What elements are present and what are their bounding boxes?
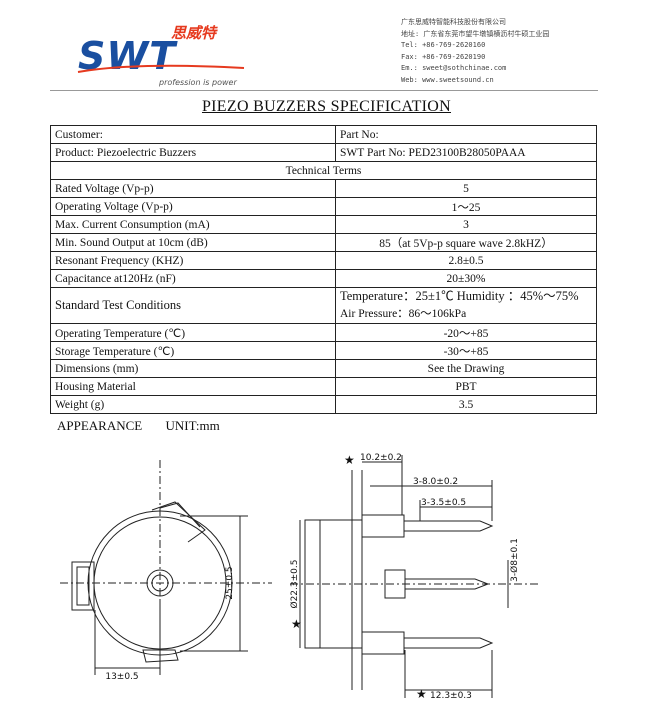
appearance-label: APPEARANCE <box>57 418 143 433</box>
row-value: 1～25 <box>335 197 597 216</box>
customer-cell: Customer: <box>50 125 336 144</box>
contact-web: Web: www.sweetsound.cn <box>401 75 494 84</box>
row-label: Weight (g) <box>50 395 336 414</box>
logo-chinese-text: 思威特 <box>171 24 217 42</box>
logo-swoosh-icon <box>77 64 245 73</box>
row-value: 20±30% <box>335 269 597 288</box>
company-logo: 思威特 SWT profession is power <box>76 20 256 90</box>
row-value: PBT <box>335 377 597 396</box>
spec-table: Customer: Part No: Product: Piezoelectri… <box>50 125 597 414</box>
contact-company-name: 广东思威特智能科技股份有限公司 <box>401 18 506 26</box>
row-value: 5 <box>335 179 597 198</box>
table-row: Weight (g) 3.5 <box>50 395 597 414</box>
contact-email: Em.: sweet@sothchinae.com <box>401 64 507 72</box>
table-row: Rated Voltage (Vp-p) 5 <box>50 179 597 198</box>
appearance-heading: APPEARANCE UNIT:mm <box>57 418 240 434</box>
row-value: -30～+85 <box>335 341 597 360</box>
row-value: 3.5 <box>335 395 597 414</box>
row-label: Housing Material <box>50 377 336 396</box>
dim-bottom-label: 13±0.5 <box>105 672 138 682</box>
logo-tagline: profession is power <box>159 78 237 87</box>
row-label: Resonant Frequency (KHZ) <box>50 251 336 270</box>
product-cell: Product: Piezoelectric Buzzers <box>50 143 336 162</box>
document-title: PIEZO BUZZERS SPECIFICATION <box>201 98 451 115</box>
row-label: Min. Sound Output at 10cm (dB) <box>50 233 336 252</box>
part-no-cell: Part No: <box>335 125 597 144</box>
table-row: Operating Temperature (℃) -20～+85 <box>50 323 597 342</box>
dim-pin-dia-label: 3-Ø8±0.1 <box>509 538 520 582</box>
dim-body-dia-label: Ø22.3±0.5 <box>289 560 300 609</box>
row-label: Capacitance at120Hz (nF) <box>50 269 336 288</box>
row-value: 2.8±0.5 <box>335 251 597 270</box>
dim-height-label: 25±0.5 <box>225 566 235 599</box>
table-row: Product: Piezoelectric Buzzers SWT Part … <box>50 143 597 162</box>
row-value: -20～+85 <box>335 323 597 342</box>
unit-label: UNIT:mm <box>165 418 220 433</box>
row-value: See the Drawing <box>335 359 597 378</box>
table-row: Storage Temperature (℃) -30～+85 <box>50 341 597 360</box>
table-row: Operating Voltage (Vp-p) 1～25 <box>50 197 597 216</box>
table-row: Technical Terms <box>50 161 597 180</box>
row-label: Max. Current Consumption (mA) <box>50 215 336 234</box>
technical-drawing: 25±0.5 13±0.5 10.2±0.2 3-8.0±0.2 3-3.5±0… <box>60 453 540 701</box>
row-label: Dimensions (mm) <box>50 359 336 378</box>
dim-body-height-label: 12.3±0.3 <box>430 691 472 701</box>
standard-test-value: Temperature：25±1℃ Humidity ：45%～75% Air … <box>335 287 597 324</box>
row-label: Storage Temperature (℃) <box>50 341 336 360</box>
dim-top-label: 10.2±0.2 <box>360 453 402 463</box>
table-row: Capacitance at120Hz (nF) 20±30% <box>50 269 597 288</box>
company-contact-block: 广东思威特智能科技股份有限公司 地址: 广东省东莞市望牛墩镇横沥村牛硕工业园 T… <box>401 17 549 86</box>
row-label: Rated Voltage (Vp-p) <box>50 179 336 198</box>
section-header-cell: Technical Terms <box>50 161 597 180</box>
dim-pin-length-label: 3-8.0±0.2 <box>413 477 458 487</box>
table-row: Min. Sound Output at 10cm (dB) 85（at 5Vp… <box>50 233 597 252</box>
table-row: Max. Current Consumption (mA) 3 <box>50 215 597 234</box>
side-view <box>290 455 540 698</box>
swt-part-cell: SWT Part No: PED23100B28050PAAA <box>335 143 597 162</box>
table-row: Customer: Part No: <box>50 125 597 144</box>
row-value: 85（at 5Vp-p square wave 2.8kHZ） <box>335 233 597 252</box>
star-icon: ★ <box>291 617 302 631</box>
row-label: Operating Temperature (℃) <box>50 323 336 342</box>
row-label: Operating Voltage (Vp-p) <box>50 197 336 216</box>
row-label: Standard Test Conditions <box>50 287 336 324</box>
contact-fax: Fax: +86-769-2620190 <box>401 52 486 61</box>
contact-tel: Tel: +86-769-2620160 <box>401 41 486 49</box>
star-icon: ★ <box>416 687 427 701</box>
test-condition-line: Temperature：25±1℃ Humidity ：45%～75% <box>340 289 579 303</box>
front-view <box>60 460 272 675</box>
table-row: Housing Material PBT <box>50 377 597 396</box>
header-divider <box>50 90 598 91</box>
row-value: 3 <box>335 215 597 234</box>
table-row: Dimensions (mm) See the Drawing <box>50 359 597 378</box>
table-row: Standard Test Conditions Temperature：25±… <box>50 287 597 324</box>
dim-pin-tip-label: 3-3.5±0.5 <box>421 498 466 508</box>
logo-swt-text: SWT <box>78 34 177 78</box>
test-condition-line: Air Pressure：86～106kPa <box>340 308 467 320</box>
table-row: Resonant Frequency (KHZ) 2.8±0.5 <box>50 251 597 270</box>
star-icon: ★ <box>344 453 355 467</box>
contact-address: 地址: 广东省东莞市望牛墩镇横沥村牛硕工业园 <box>401 29 550 38</box>
